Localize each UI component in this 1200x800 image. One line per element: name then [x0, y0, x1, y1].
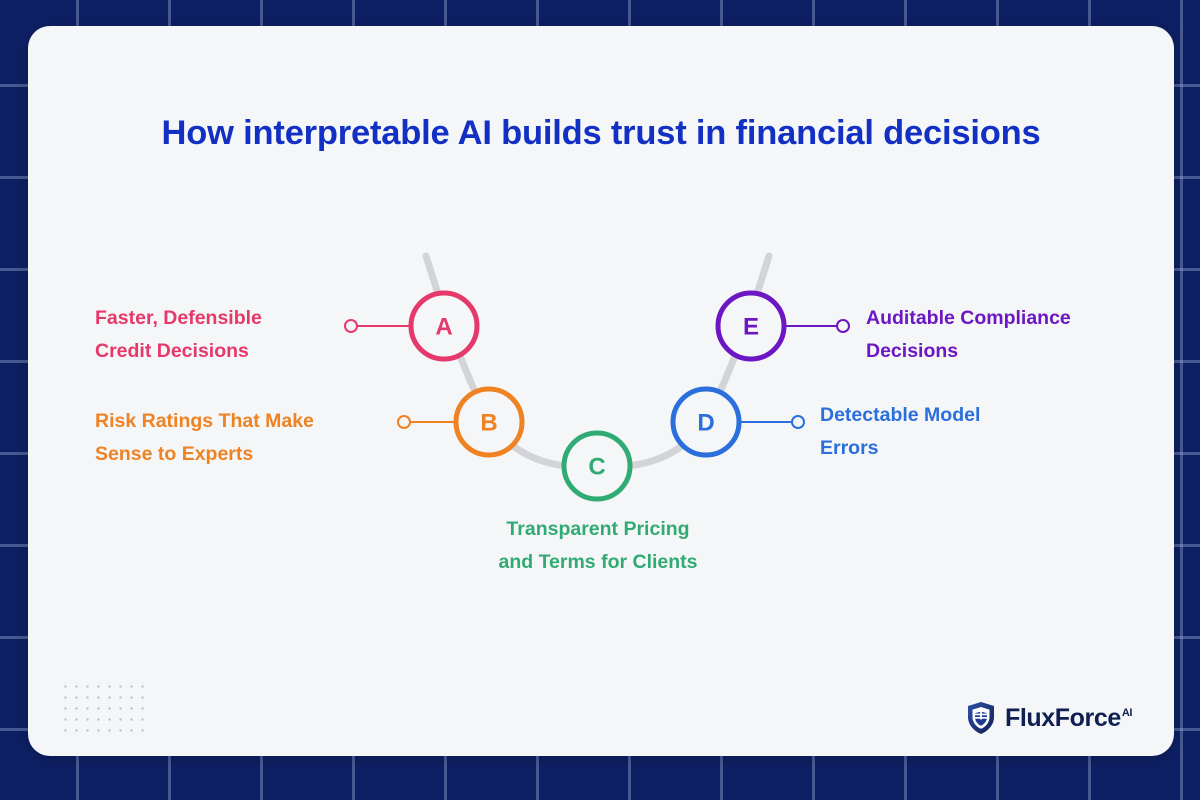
diagram-canvas: A B C D E [344, 252, 850, 502]
node-label-a: Faster, Defensible Credit Decisions [95, 307, 262, 363]
node-letter-d: D [697, 410, 714, 437]
node-letter-b: B [480, 410, 497, 437]
node-a[interactable]: A [408, 290, 480, 362]
label-connectors [344, 319, 850, 429]
node-label-e: Auditable Compliance Decisions [866, 307, 1071, 363]
node-letter-a: A [435, 314, 452, 341]
logo-name: FluxForce [1005, 703, 1121, 732]
node-letter-e: E [743, 314, 759, 341]
shield-icon [968, 702, 994, 734]
logo-wordmark: FluxForceAI [1005, 704, 1132, 733]
node-label-d: Detectable Model Errors [820, 404, 981, 460]
page-title: How interpretable AI builds trust in fin… [161, 114, 1041, 152]
node-b[interactable]: B [453, 386, 525, 458]
node-d[interactable]: D [670, 386, 742, 458]
logo-superscript: AI [1121, 707, 1133, 720]
node-letter-c: C [588, 454, 605, 481]
node-circles: A B C D E [408, 290, 787, 502]
brand-logo: FluxForceAI [966, 701, 1132, 735]
dot-pattern-decoration [60, 681, 148, 737]
node-c[interactable]: C [561, 430, 633, 502]
node-label-b: Risk Ratings That Make Sense to Experts [95, 410, 314, 466]
content-card: How interpretable AI builds trust in fin… [28, 26, 1174, 756]
node-e[interactable]: E [715, 290, 787, 362]
node-label-c: Transparent Pricing and Terms for Client… [498, 518, 698, 574]
